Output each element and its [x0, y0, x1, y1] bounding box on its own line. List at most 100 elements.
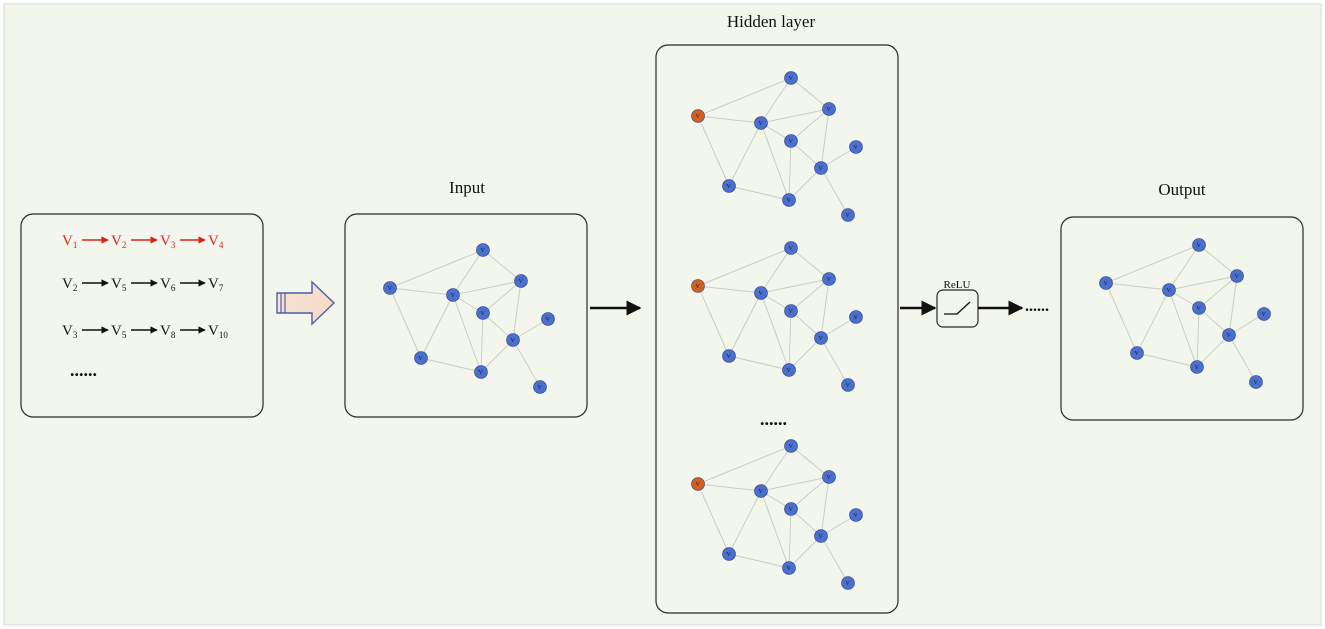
graph-node-label: V	[846, 581, 851, 587]
graph-node-circle	[841, 208, 855, 222]
graph-edge	[760, 292, 790, 371]
graph-edge	[697, 285, 762, 294]
output-title: Output	[1158, 180, 1206, 199]
graph-edge	[788, 508, 792, 569]
walk-node: V2	[62, 276, 77, 293]
graph-node-label: V	[789, 76, 794, 82]
graph-node-circle	[841, 378, 855, 392]
graph-edge	[820, 167, 849, 216]
graph-node-circle	[722, 547, 736, 561]
graph-node-label: V	[819, 166, 824, 172]
graph-node-circle	[784, 502, 798, 516]
graph-node: V	[784, 439, 798, 453]
graph-edge	[697, 77, 792, 117]
graph-edge	[697, 115, 762, 124]
graph-node-circle	[722, 349, 736, 363]
graph-node: V	[784, 71, 798, 85]
graph-node-circle	[814, 161, 828, 175]
walk-node: V3	[62, 323, 78, 340]
graph-node: V	[849, 310, 863, 324]
graph-node: V	[814, 529, 828, 543]
graph-node-label: V	[1227, 333, 1232, 339]
graph-edge	[760, 490, 790, 569]
graph-node-circle	[784, 241, 798, 255]
walk-node: V10	[208, 323, 228, 340]
graph-edge	[728, 490, 762, 555]
graph-node-label: V	[727, 552, 732, 558]
graph-node-label: V	[727, 184, 732, 190]
graph-node-label: V	[481, 248, 486, 254]
graph-node: V	[754, 116, 768, 130]
graph-edge	[790, 445, 830, 478]
graph-node: V	[1230, 269, 1244, 283]
graph-edge	[1168, 244, 1200, 291]
graph-node-label: V	[787, 368, 792, 374]
graph-node-label: V	[696, 114, 701, 120]
graph-node-label: V	[759, 121, 764, 127]
graph-node: V	[784, 502, 798, 516]
graph-edge	[512, 339, 541, 388]
graph-edge	[512, 280, 522, 341]
graph-edge	[760, 476, 830, 492]
graph-edge	[420, 357, 482, 373]
graph-node: V	[784, 304, 798, 318]
graph-node: V	[782, 193, 796, 207]
graph-node: V	[782, 363, 796, 377]
walk-node: V8	[160, 323, 176, 340]
graph-node: V	[782, 561, 796, 575]
graph-edge	[480, 339, 514, 373]
graph-node-label: V	[546, 317, 551, 323]
graph-node-label: V	[1167, 288, 1172, 294]
graph-node-circle	[476, 243, 490, 257]
graph-node: V	[1130, 346, 1144, 360]
graph-node: V	[533, 380, 547, 394]
graph-node: V	[841, 208, 855, 222]
graph-node: V	[476, 306, 490, 320]
graph-node-label: V	[1235, 274, 1240, 280]
hidden-ellipsis: ......	[760, 409, 787, 429]
graph-edge	[728, 553, 790, 569]
graph-node-label: V	[787, 198, 792, 204]
walks-ellipsis: ......	[70, 360, 97, 380]
graph-node-circle	[506, 333, 520, 347]
graph-node-circle	[1099, 276, 1113, 290]
graph-node-circle	[533, 380, 547, 394]
graph-node: V	[841, 576, 855, 590]
graph-node-label: V	[827, 107, 832, 113]
graph-node-label: V	[419, 356, 424, 362]
graph-node: V	[476, 243, 490, 257]
graph-edge	[820, 476, 830, 537]
graph-node: V	[849, 140, 863, 154]
graph-node: V	[822, 470, 836, 484]
walk-node: V7	[208, 276, 224, 293]
graph-node: V	[541, 312, 555, 326]
graph-node-label: V	[827, 277, 832, 283]
graph-node: V	[446, 288, 460, 302]
graph-node-label: V	[1197, 243, 1202, 249]
graph-node-label: V	[789, 139, 794, 145]
graph-node-circle	[1162, 283, 1176, 297]
graph-edge	[728, 355, 790, 371]
walk-node: V1	[62, 233, 77, 250]
graph-edge	[790, 476, 830, 510]
graph-node-label: V	[1104, 281, 1109, 287]
graph-node-circle	[849, 140, 863, 154]
graph-node: V	[754, 286, 768, 300]
graph-node-label: V	[1254, 380, 1259, 386]
graph-node-circle	[514, 274, 528, 288]
graph-edge	[1228, 275, 1238, 336]
graph-node-label: V	[1135, 351, 1140, 357]
graph-edge	[788, 337, 822, 371]
graph-node-label: V	[827, 475, 832, 481]
graph-edge	[1198, 275, 1238, 309]
graph-node-circle	[1230, 269, 1244, 283]
graph-edge	[760, 122, 790, 201]
graph-node-label: V	[846, 383, 851, 389]
graph-node-label: V	[789, 507, 794, 513]
graph-node-circle	[446, 288, 460, 302]
graph-node-circle	[1190, 360, 1204, 374]
